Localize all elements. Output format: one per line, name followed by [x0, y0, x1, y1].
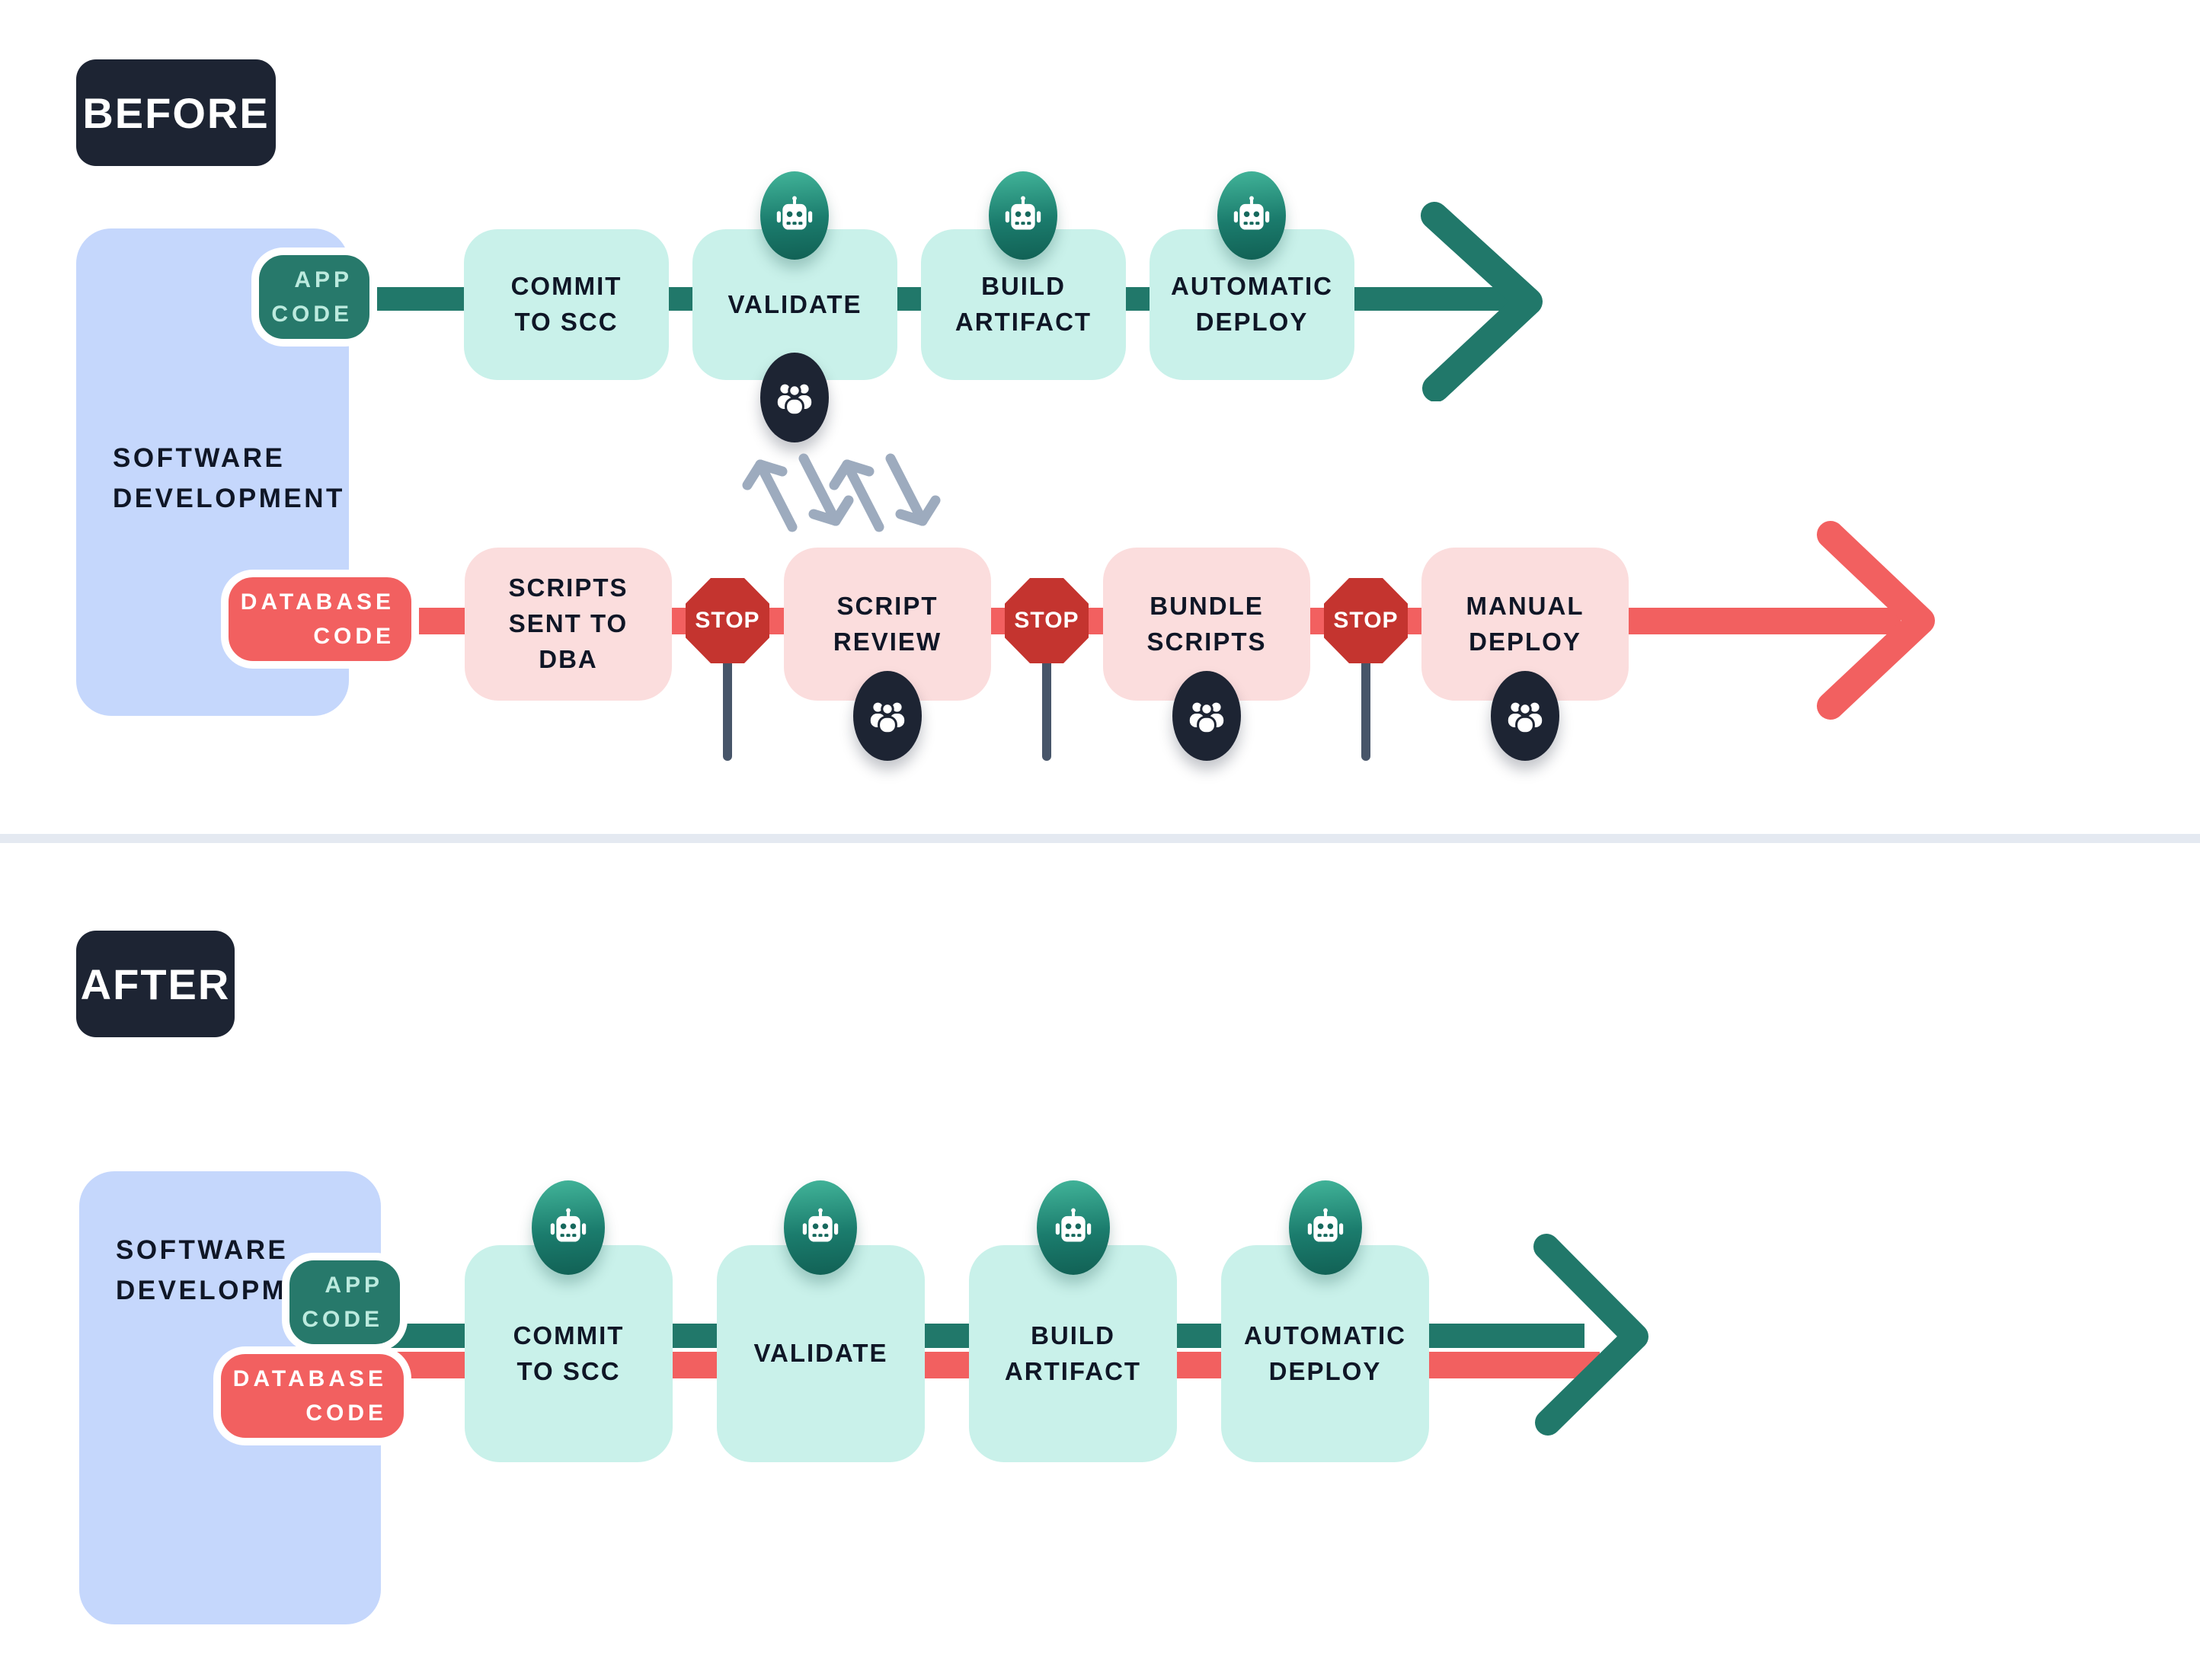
- step-commit-to-scc-before: COMMIT TO SCC: [464, 229, 669, 380]
- pill-label: DATABASE CODE: [232, 1366, 387, 1426]
- step-label: COMMIT TO SCC: [510, 272, 622, 336]
- badge-label: BEFORE: [82, 88, 270, 137]
- step-scripts-sent-to-dba: SCRIPTS SENT TO DBA: [465, 548, 672, 701]
- stop-sign-pole: [1361, 647, 1370, 761]
- people-icon: [1172, 671, 1241, 761]
- robot-icon: [1217, 171, 1286, 260]
- step-label: BUNDLE SCRIPTS: [1146, 591, 1267, 656]
- step-label: AUTOMATIC DEPLOY: [1171, 272, 1333, 336]
- software-development-label: SOFTWARE DEVELOPMENT: [113, 443, 345, 513]
- step-commit-to-scc-after: COMMIT TO SCC: [465, 1245, 673, 1462]
- step-label: BUILD ARTIFACT: [1004, 1321, 1142, 1385]
- pill-label: DATABASE CODE: [240, 589, 395, 649]
- people-icon: [853, 671, 922, 761]
- step-validate-after: VALIDATE: [717, 1245, 925, 1462]
- stop-sign-pole: [1042, 647, 1051, 761]
- step-label: AUTOMATIC DEPLOY: [1244, 1321, 1406, 1385]
- database-code-pill-after: DATABASE CODE: [213, 1346, 411, 1445]
- after-badge: AFTER: [76, 931, 235, 1037]
- step-label: VALIDATE: [727, 289, 862, 318]
- step-build-artifact-before: BUILD ARTIFACT: [921, 229, 1126, 380]
- stop-sign-icon: STOP: [1324, 578, 1408, 663]
- people-icon: [760, 353, 829, 442]
- robot-icon: [1037, 1180, 1110, 1275]
- robot-icon: [989, 171, 1057, 260]
- stop-sign-pole: [723, 647, 732, 761]
- step-build-artifact-after: BUILD ARTIFACT: [969, 1245, 1177, 1462]
- database-code-pill-before: DATABASE CODE: [221, 570, 419, 669]
- stop-label: STOP: [695, 608, 760, 633]
- stop-sign-icon: STOP: [1005, 578, 1089, 663]
- step-label: VALIDATE: [753, 1339, 888, 1368]
- section-divider: [0, 834, 2200, 843]
- robot-icon: [784, 1180, 857, 1275]
- stop-sign-2: STOP: [1005, 578, 1089, 768]
- step-automatic-deploy-after: AUTOMATIC DEPLOY: [1221, 1245, 1429, 1462]
- people-icon: [1491, 671, 1559, 761]
- robot-icon: [1289, 1180, 1362, 1275]
- before-badge: BEFORE: [76, 59, 276, 166]
- stop-label: STOP: [1014, 608, 1079, 633]
- step-label: BUILD ARTIFACT: [955, 272, 1092, 336]
- stop-sign-icon: STOP: [686, 578, 769, 663]
- step-label: COMMIT TO SCC: [513, 1321, 625, 1385]
- robot-icon: [760, 171, 829, 260]
- app-code-pill-after: APP CODE: [282, 1253, 408, 1352]
- pill-label: APP CODE: [271, 267, 353, 327]
- app-code-pill-before: APP CODE: [251, 248, 377, 347]
- zigzag-arrows-icon: [742, 453, 941, 532]
- stop-sign-3: STOP: [1324, 578, 1408, 768]
- step-label: SCRIPTS SENT TO DBA: [508, 573, 628, 673]
- step-label: MANUAL DEPLOY: [1466, 591, 1584, 656]
- badge-label: AFTER: [80, 960, 231, 1008]
- pill-label: APP CODE: [302, 1273, 383, 1332]
- stop-sign-1: STOP: [686, 578, 769, 768]
- stop-label: STOP: [1333, 608, 1399, 633]
- step-label: SCRIPT REVIEW: [833, 591, 942, 656]
- robot-icon: [532, 1180, 605, 1275]
